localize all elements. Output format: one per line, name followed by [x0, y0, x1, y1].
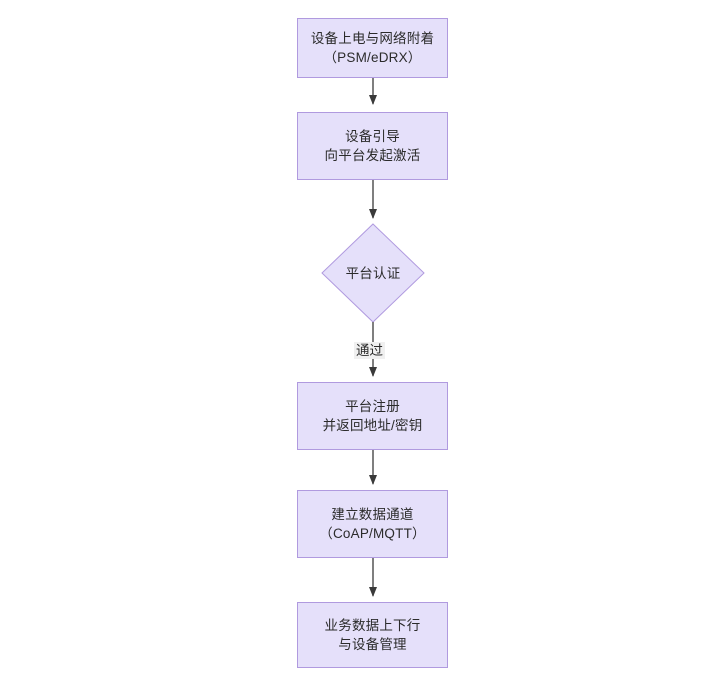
edge-label-pass: 通过: [354, 342, 385, 359]
flow-node-line-1: 设备上电与网络附着: [310, 31, 435, 46]
flow-node-line-2: 并返回地址/密钥: [322, 418, 423, 433]
flow-node-platform-registration[interactable]: 平台注册 并返回地址/密钥: [297, 382, 448, 450]
flow-node-line-1: 平台认证: [345, 265, 401, 281]
flow-node-line-1: 业务数据上下行: [324, 618, 421, 633]
flow-node-line-1: 设备引导: [345, 129, 400, 144]
flow-node-line-2: 与设备管理: [338, 637, 407, 652]
flow-node-line-1: 建立数据通道: [331, 507, 414, 522]
flow-node-establish-data-channel[interactable]: 建立数据通道 （CoAP/MQTT）: [297, 490, 448, 558]
flow-node-business-data-and-device-management[interactable]: 业务数据上下行 与设备管理: [297, 602, 448, 668]
flow-node-device-bootstrap[interactable]: 设备引导 向平台发起激活: [297, 112, 448, 180]
flow-node-platform-authentication[interactable]: 平台认证: [322, 224, 424, 322]
flow-node-device-power-on[interactable]: 设备上电与网络附着 （PSM/eDRX）: [297, 18, 448, 78]
flow-node-line-1: 平台注册: [345, 399, 400, 414]
flow-node-line-2: （PSM/eDRX）: [323, 50, 422, 65]
flow-node-line-2: 向平台发起激活: [324, 148, 421, 163]
flow-node-line-2: （CoAP/MQTT）: [319, 526, 426, 541]
